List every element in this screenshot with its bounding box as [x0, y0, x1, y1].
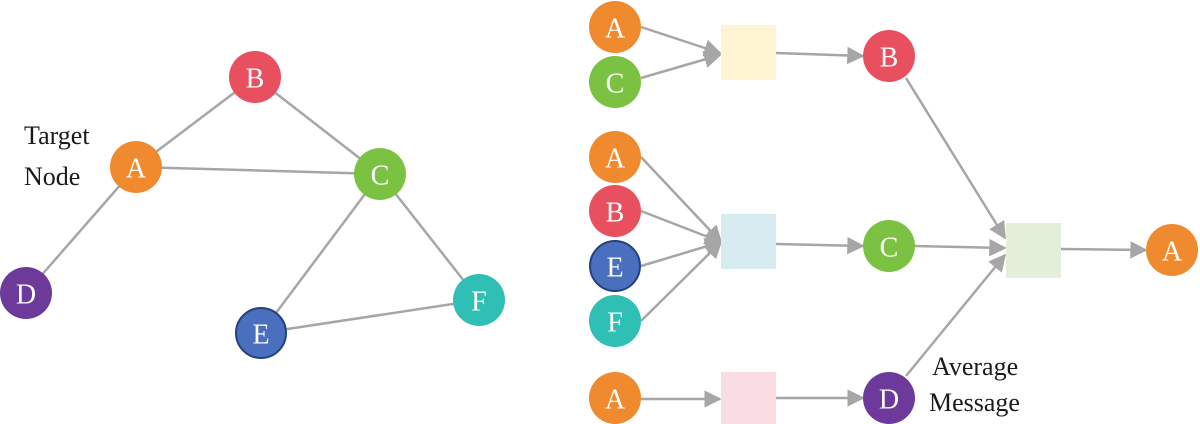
aggregation-tree: A C A B E F A B [589, 1, 1198, 424]
edge-e-f [260, 298, 480, 335]
edge-mid-d-box-a [905, 253, 1007, 377]
node-circle [110, 141, 162, 193]
caption-line: Average [932, 352, 1018, 381]
edge-b-c [254, 76, 381, 175]
node-label: F [607, 308, 623, 339]
node-circle [863, 220, 915, 272]
node-label: D [879, 385, 899, 416]
node-label: D [16, 280, 36, 311]
edge-in-f2-box-c [640, 240, 723, 322]
node-circle [589, 295, 641, 347]
input-node-a1: A [589, 1, 641, 53]
edge-in-c1-box-b [640, 51, 722, 80]
node-label: E [606, 253, 623, 284]
graph-edges [25, 76, 480, 335]
graph-node-e: E [235, 307, 287, 359]
edge-box-a-out-a [1060, 241, 1148, 259]
node-circle [589, 372, 641, 424]
node-circle [354, 148, 406, 200]
node-label: A [605, 385, 626, 416]
node-circle [453, 274, 505, 326]
average-message-caption: Average Message [929, 352, 1020, 417]
input-node-e2: E [589, 240, 641, 292]
input-node-f2: F [589, 295, 641, 347]
node-label: B [606, 198, 625, 229]
graph-node-b: B [229, 51, 281, 103]
edge-box-c-mid-c [775, 236, 865, 255]
edge-in-a2-box-c [640, 156, 723, 244]
node-circle [229, 51, 281, 103]
edge-in-a1-box-b [640, 25, 722, 57]
node-label: C [371, 161, 390, 192]
graph-node-a: A [110, 141, 162, 193]
node-label: B [880, 43, 899, 74]
edge-box-b-mid-b [775, 46, 865, 65]
node-circle [0, 267, 52, 319]
edge-in-b2-box-c [640, 209, 723, 245]
caption-line: Node [24, 162, 80, 191]
node-circle [589, 56, 641, 108]
edge-a-c [135, 165, 381, 176]
node-label: C [880, 233, 899, 264]
input-node-b2: B [589, 185, 641, 237]
message-box-a [1006, 223, 1061, 278]
node-label: F [471, 287, 487, 318]
node-label: E [252, 320, 269, 351]
output-node-a: A [1146, 224, 1198, 276]
node-circle [863, 30, 915, 82]
node-circle [589, 1, 641, 53]
node-label: A [605, 144, 626, 175]
edge-c-f [379, 173, 480, 301]
input-node-a2: A [589, 131, 641, 183]
mid-node-d: D [863, 372, 915, 424]
message-box-c [721, 214, 776, 269]
node-circle [235, 307, 287, 359]
node-label: B [246, 64, 265, 95]
node-label: A [605, 14, 626, 45]
mid-node-c: C [863, 220, 915, 272]
caption-line: Target [24, 121, 90, 150]
graph-node-f: F [453, 274, 505, 326]
aggregation-edges [640, 25, 1148, 408]
edge-a-d [25, 166, 137, 294]
node-label: A [1162, 237, 1183, 268]
node-label: C [606, 69, 625, 100]
graph-node-d: D [0, 267, 52, 319]
node-circle [863, 372, 915, 424]
edge-mid-c-box-a [913, 238, 1007, 257]
input-node-c1: C [589, 56, 641, 108]
input-graph: A B C D E F Target Node [0, 51, 505, 359]
input-node-a3: A [589, 372, 641, 424]
message-box-d [721, 372, 776, 424]
node-circle [589, 240, 641, 292]
mid-node-b: B [863, 30, 915, 82]
caption-line: Message [929, 388, 1020, 417]
target-node-caption: Target Node [24, 121, 90, 191]
node-circle [589, 131, 641, 183]
edge-mid-b-box-a [904, 77, 1007, 240]
node-circle [589, 185, 641, 237]
graph-node-c: C [354, 148, 406, 200]
edge-c-e [259, 173, 382, 334]
node-circle [1146, 224, 1198, 276]
node-label: A [126, 154, 147, 185]
message-box-b [721, 25, 776, 80]
